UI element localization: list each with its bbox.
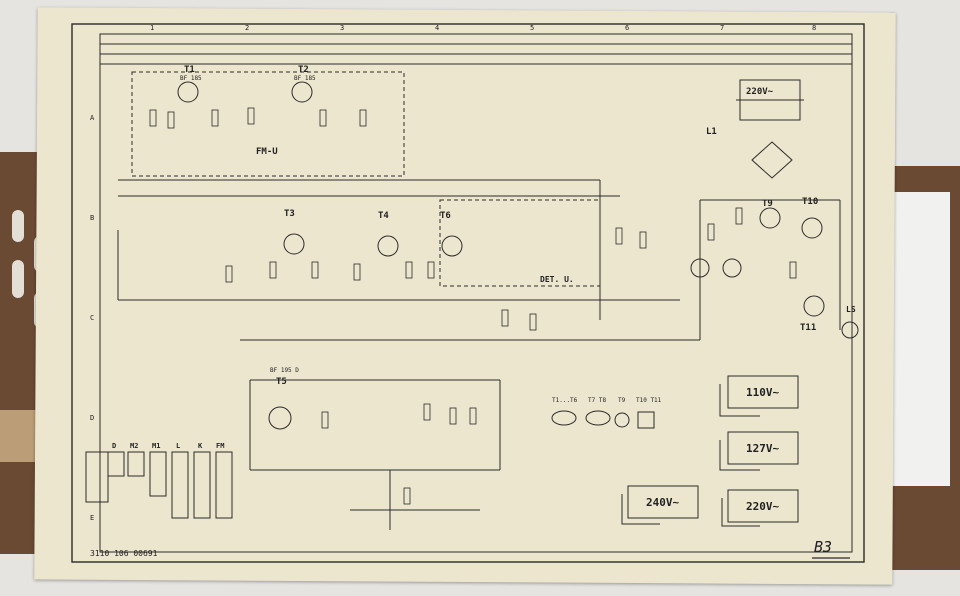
t3-symbol xyxy=(283,233,305,255)
band-letter: D xyxy=(112,442,116,450)
t5-type: BF 195 D xyxy=(270,367,299,374)
row-letter: C xyxy=(90,314,94,322)
band-letter: M1 xyxy=(152,442,160,450)
t1-label: T1 xyxy=(184,65,195,75)
voltage-127-box xyxy=(727,431,799,465)
t7-symbol xyxy=(690,258,710,278)
t5-label: T5 xyxy=(276,377,287,387)
column-number: 1 xyxy=(150,24,154,32)
t2-label: T2 xyxy=(298,65,309,75)
fm-unit-box xyxy=(131,71,405,177)
voltage-127-label: 127V~ xyxy=(746,442,779,455)
band-letter: FM xyxy=(216,442,224,450)
t5-symbol xyxy=(268,406,292,430)
detector-label: DET. U. xyxy=(540,275,574,284)
column-number: 5 xyxy=(530,24,534,32)
voltage-240-label: 240V~ xyxy=(646,496,679,509)
coil-l1-label: L1 xyxy=(706,127,717,137)
t10-label: T10 xyxy=(802,197,818,207)
t11-symbol xyxy=(803,295,825,317)
board-slot xyxy=(12,210,24,242)
bridge-rectifier xyxy=(751,141,793,179)
part-number: 3110 106 00691 xyxy=(90,549,158,558)
pinout-label: T1...T6 xyxy=(552,397,578,404)
row-letter: B xyxy=(90,214,94,222)
column-number: 7 xyxy=(720,24,724,32)
board-slot xyxy=(12,260,24,298)
voltage-220-label: 220V~ xyxy=(746,500,779,513)
column-number: 2 xyxy=(245,24,249,32)
voltage-110-box xyxy=(727,375,799,409)
t2-symbol xyxy=(291,81,313,103)
t4-label: T4 xyxy=(378,211,389,221)
detector-box xyxy=(439,199,601,287)
column-number: 3 xyxy=(340,24,344,32)
column-number: 6 xyxy=(625,24,629,32)
t6-label: T6 xyxy=(440,211,451,221)
pinout-label: T9 xyxy=(618,397,626,404)
row-letter: A xyxy=(90,114,95,122)
row-letter: E xyxy=(90,514,94,522)
t1-symbol xyxy=(177,81,199,103)
band-letter: M2 xyxy=(130,442,138,450)
band-letter: L xyxy=(176,442,180,450)
foam-pad xyxy=(884,192,950,486)
voltage-110-label: 110V~ xyxy=(746,386,779,399)
t2-type: BF 185 xyxy=(294,75,316,82)
voltage-240-box xyxy=(627,485,699,519)
t8-symbol xyxy=(722,258,742,278)
frame-outer xyxy=(71,23,865,563)
speaker-label: LS xyxy=(846,305,856,314)
t4-symbol xyxy=(377,235,399,257)
t1-type: BF 185 xyxy=(180,75,202,82)
column-number: 8 xyxy=(812,24,816,32)
t6-symbol xyxy=(441,235,463,257)
sheet-id: B3 xyxy=(814,538,832,556)
pinout-label: T10 T11 xyxy=(636,397,662,404)
pinout-label: T7 T8 xyxy=(588,397,606,404)
frame-inner xyxy=(99,33,853,553)
t10-symbol xyxy=(801,217,823,239)
mains-label: 220V~ xyxy=(746,87,774,97)
speaker-symbol xyxy=(841,321,859,339)
t3-label: T3 xyxy=(284,209,295,219)
band-letter: K xyxy=(198,442,203,450)
t9-symbol xyxy=(759,207,781,229)
t9-label: T9 xyxy=(762,199,773,209)
t11-label: T11 xyxy=(800,323,816,333)
voltage-220-box xyxy=(727,489,799,523)
row-letter: D xyxy=(90,414,94,422)
fm-unit-label: FM-U xyxy=(256,147,278,157)
column-number: 4 xyxy=(435,24,439,32)
